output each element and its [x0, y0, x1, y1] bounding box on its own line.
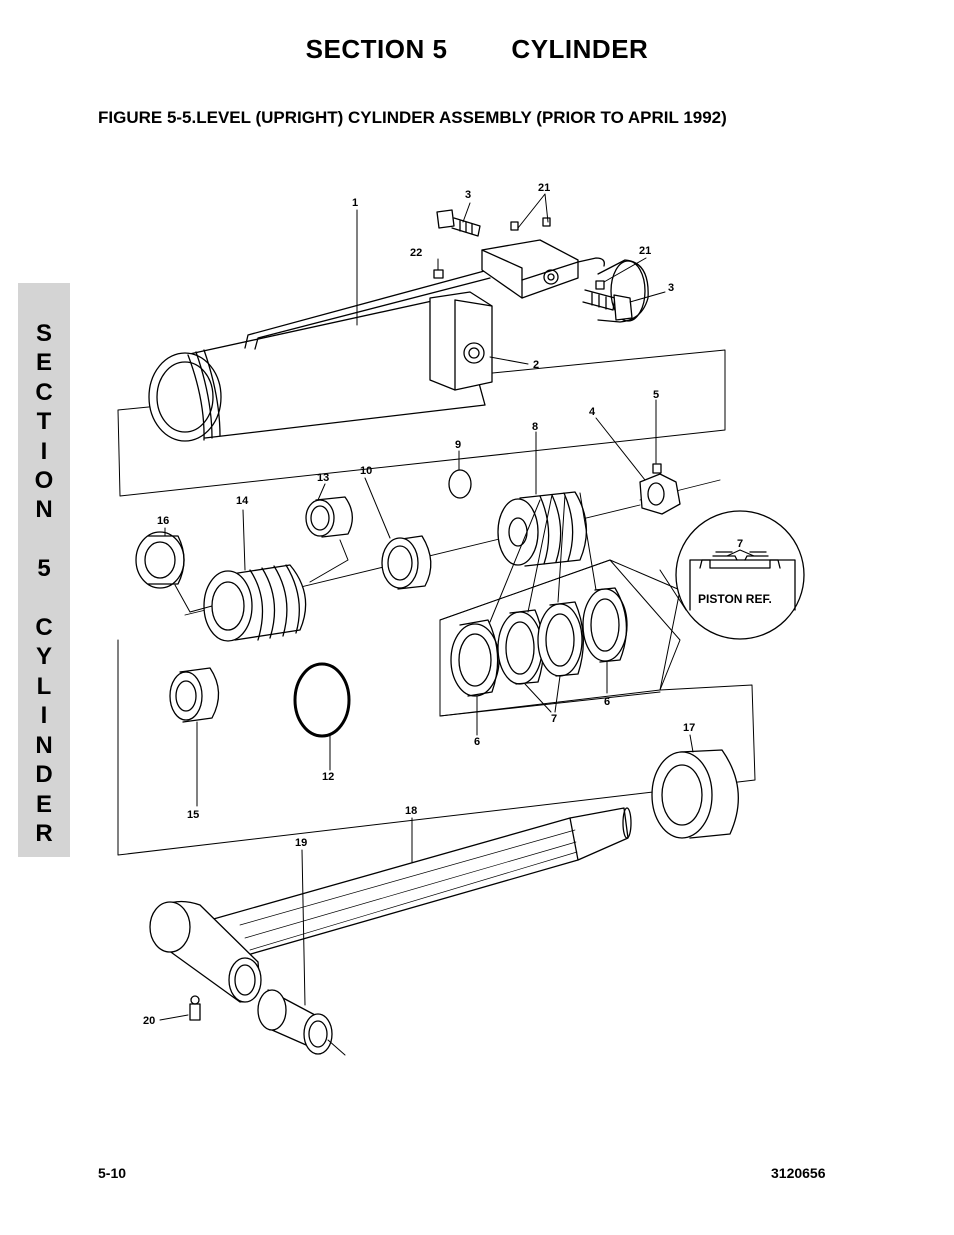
seal-16 [135, 531, 185, 589]
cylinder-head-14 [203, 564, 307, 642]
wear-ring-7-left [497, 609, 544, 685]
callout-16: 16 [157, 515, 169, 527]
callout-21-top: 21 [538, 182, 550, 194]
side-tab-letter: C [35, 614, 53, 642]
side-tab-letter: C [35, 378, 53, 406]
wiper-17 [651, 749, 739, 839]
bushing-19 [257, 989, 333, 1055]
callout-19: 19 [295, 837, 307, 849]
side-tab-letter: E [35, 790, 52, 818]
callout-7-ref: 7 [737, 538, 743, 550]
plug-21-left [510, 221, 519, 231]
callout-8: 8 [532, 421, 538, 433]
callout-14: 14 [236, 495, 249, 507]
seal-ring-6-left [450, 619, 500, 697]
callout-17: 17 [683, 722, 695, 734]
leader-lines [159, 193, 755, 1056]
section-title: SECTION 5 CYLINDER [0, 34, 954, 65]
callout-10: 10 [360, 465, 372, 477]
callout-2: 2 [533, 359, 539, 371]
side-tab-letter: 5 [37, 555, 51, 583]
page-number: 5-10 [98, 1165, 127, 1181]
side-tab-letter: N [35, 731, 53, 759]
side-tab-letter: O [34, 467, 54, 495]
callout-12: 12 [322, 771, 334, 783]
bushing-13 [305, 496, 353, 538]
bushing-15 [169, 667, 220, 723]
callout-7-bottom: 7 [551, 713, 557, 725]
plug-21-side [595, 280, 605, 290]
section-label: SECTION 5 [305, 34, 448, 64]
section-name: CYLINDER [511, 34, 649, 64]
callout-4: 4 [589, 406, 596, 418]
seal-kit-plane [439, 559, 681, 717]
valve-cartridge-right [582, 289, 633, 321]
callout-6-right: 6 [604, 696, 610, 708]
o-ring-12 [293, 662, 351, 738]
barrel-assembly-plane [117, 349, 726, 497]
callout-3-left: 3 [465, 189, 471, 201]
side-tab-letter: Y [35, 643, 52, 671]
document-number: 3120656 [771, 1165, 826, 1181]
callout-20: 20 [143, 1015, 155, 1027]
callout-18: 18 [405, 805, 417, 817]
piston-ref-label: PISTON REF. [698, 592, 772, 606]
side-tab-letter: R [35, 819, 53, 847]
callout-3-right: 3 [668, 282, 674, 294]
plug-22 [433, 269, 444, 279]
callout-22: 22 [410, 247, 422, 259]
side-tab-letter: I [40, 437, 48, 465]
side-tab-letter: D [35, 761, 53, 789]
lock-nut-4 [639, 473, 681, 515]
side-tab-letter: L [36, 672, 52, 700]
spacer-10 [381, 535, 432, 590]
side-tab-letter: T [36, 408, 52, 436]
callout-6-left: 6 [474, 736, 480, 748]
valve-cartridge-left [436, 209, 481, 237]
side-tab-letter: S [35, 320, 52, 347]
set-screw-5 [652, 463, 662, 474]
figure-title: FIGURE 5-5.LEVEL (UPRIGHT) CYLINDER ASSE… [98, 108, 727, 127]
piston-ref-detail [675, 510, 805, 640]
side-tab-letter: N [35, 496, 53, 524]
piston-rod-18 [209, 807, 632, 961]
rod-eye [149, 900, 262, 1003]
valve-manifold-block [481, 239, 605, 299]
side-tab-letter: E [35, 349, 52, 377]
grease-fitting-20 [189, 995, 201, 1021]
callout-5: 5 [653, 389, 659, 401]
callout-21-right: 21 [639, 245, 651, 257]
piston-8 [497, 491, 588, 567]
callout-labels: 1 2 3 3 4 5 6 6 7 7 8 9 10 12 13 14 15 1… [143, 182, 772, 1027]
barrel-end-cap [597, 259, 649, 323]
callout-15: 15 [187, 809, 199, 821]
callout-9: 9 [455, 439, 461, 451]
side-tab-letter: I [40, 702, 48, 730]
callout-13: 13 [317, 472, 329, 484]
plug-21-right [542, 217, 551, 227]
wear-ring-7-right [537, 601, 584, 677]
seal-ring-6-right [582, 587, 628, 663]
o-ring-9 [448, 469, 472, 499]
cylinder-barrel [148, 269, 493, 442]
callout-1: 1 [352, 197, 358, 209]
